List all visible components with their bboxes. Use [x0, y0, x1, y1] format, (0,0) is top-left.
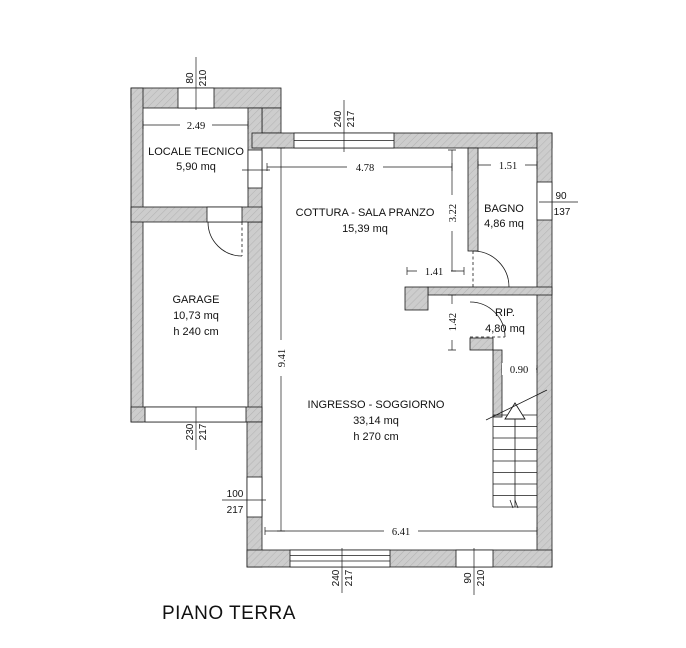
room-area-locale-tecnico: 5,90 mq — [176, 161, 216, 173]
stair-start-tick-2 — [514, 499, 519, 509]
left-door-height: 217 — [227, 505, 244, 516]
dim-bg — [491, 159, 525, 171]
dim-soggiorno-width: 6.41 — [392, 527, 410, 538]
dim-rip-door: 1.42 — [448, 313, 459, 331]
wall-step-block — [261, 107, 282, 134]
left-door-opening — [246, 476, 263, 518]
door-swings — [207, 221, 510, 338]
wall-rip-block — [469, 337, 494, 351]
top-door-height: 210 — [198, 69, 209, 86]
dimension-label-backgrounds — [180, 119, 536, 537]
wall-stair-strip — [492, 349, 503, 418]
top-window-height: 217 — [346, 110, 357, 127]
garage-door-width: 230 — [185, 423, 196, 440]
bottom-door-height: 210 — [476, 569, 487, 586]
dim-lt-width: 2.49 — [187, 121, 205, 132]
stair-start-tick-1 — [509, 499, 514, 509]
room-label-rip: RIP. — [495, 307, 515, 319]
wall-bagno-left — [467, 147, 479, 252]
room-area-rip: 4,80 mq — [485, 323, 525, 335]
dim-cottura-width: 4.78 — [356, 163, 374, 174]
bottom-window-width: 240 — [331, 569, 342, 586]
labels: LOCALE TECNICO 5,90 mq GARAGE 10,73 mq h… — [148, 69, 571, 624]
bottom-door-width: 90 — [463, 572, 474, 584]
wall-stub-pillar — [404, 286, 429, 311]
bagno-door-arc — [472, 250, 510, 288]
room-area-ingresso: 33,14 mq — [353, 415, 399, 427]
bottom-window-height: 217 — [344, 569, 355, 586]
dim-bg — [446, 304, 458, 340]
dim-bg — [347, 161, 383, 173]
room-height-ingresso: h 270 cm — [353, 431, 398, 443]
dim-kitchen-wall: 1.41 — [425, 267, 443, 278]
stair-break-line — [485, 389, 548, 421]
dim-bg — [417, 265, 451, 277]
dim-bagno-width: 1.51 — [499, 161, 517, 172]
room-label-ingresso: INGRESSO - SOGGIORNO — [308, 399, 445, 411]
dim-stair-passage: 0.90 — [510, 365, 528, 376]
garage-door-height: 217 — [198, 423, 209, 440]
stairs — [485, 389, 548, 509]
room-area-bagno: 4,86 mq — [484, 218, 524, 230]
left-door-width: 100 — [227, 489, 244, 500]
stair-up-arrow-icon — [504, 402, 526, 420]
rip-door-arc — [469, 301, 506, 338]
dim-bg — [384, 525, 418, 537]
room-label-bagno: BAGNO — [484, 203, 524, 215]
wall-left-outer — [130, 87, 144, 423]
bagno-window-width: 90 — [555, 191, 567, 202]
garage-door-arc — [207, 221, 243, 257]
dim-soggiorno-depth: 9.41 — [277, 349, 288, 367]
openings — [144, 87, 553, 568]
room-label-cottura: COTTURA - SALA PRANZO — [296, 207, 435, 219]
top-window-width: 240 — [333, 110, 344, 127]
top-door-width: 80 — [185, 72, 196, 84]
dim-bg — [275, 340, 287, 376]
room-label-locale-tecnico: LOCALE TECNICO — [148, 146, 244, 158]
wall-garage-right — [247, 221, 263, 423]
dim-bagno-depth: 3.22 — [448, 204, 459, 222]
wall-bagno-floor — [427, 286, 553, 296]
room-height-garage: h 240 cm — [173, 326, 218, 338]
page-title: PIANO TERRA — [162, 603, 296, 624]
lt-garage-door-opening — [206, 206, 243, 223]
room-area-garage: 10,73 mq — [173, 310, 219, 322]
bottom-window-opening — [289, 549, 391, 568]
room-area-cottura: 15,39 mq — [342, 223, 388, 235]
dim-bg — [446, 195, 458, 231]
bagno-window-height: 137 — [554, 207, 571, 218]
dim-bg — [502, 363, 536, 375]
dim-bg — [180, 119, 212, 131]
lt-right-opening — [247, 149, 263, 189]
room-label-garage: GARAGE — [172, 294, 219, 306]
garage-door-opening — [144, 406, 247, 423]
bagno-window-opening — [536, 181, 553, 221]
bottom-door-opening — [455, 549, 494, 568]
